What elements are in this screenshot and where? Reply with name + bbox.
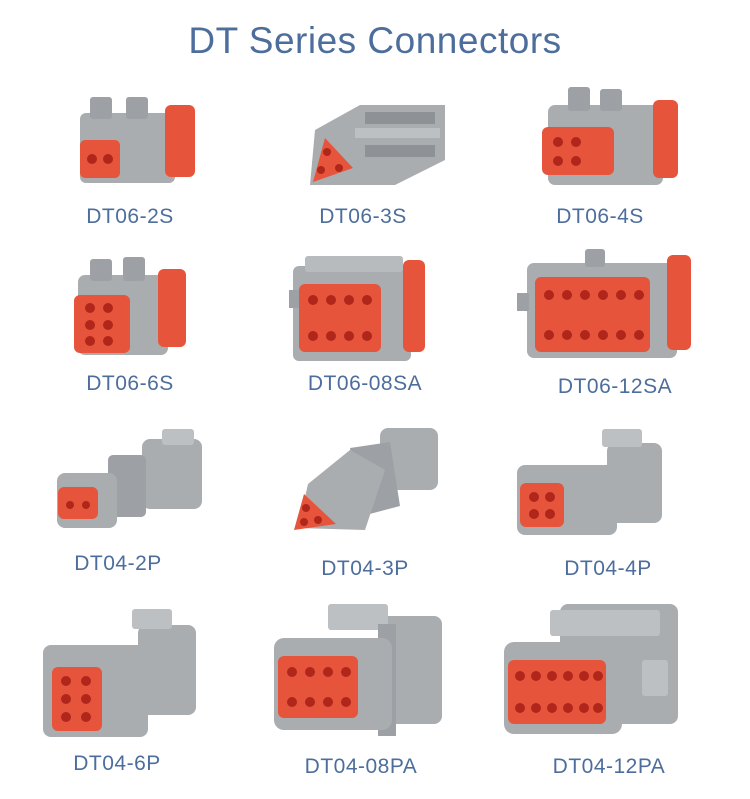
product-label: DT06-08SA (307, 372, 423, 395)
connector-image (295, 90, 455, 195)
product-label: DT04-08PA (304, 755, 418, 778)
connector-image (538, 85, 688, 190)
product-label: DT04-2P (74, 552, 162, 575)
product-label: DT06-6S (86, 372, 174, 395)
connector-image (52, 425, 212, 535)
connector-image (270, 600, 450, 740)
product-label: DT04-4P (564, 557, 652, 580)
connector-image (515, 245, 695, 365)
product-label: DT06-2S (86, 205, 174, 228)
connector-image (512, 425, 672, 540)
connector-image (290, 420, 450, 540)
connector-image (285, 252, 430, 367)
connector-image (500, 600, 688, 740)
product-label: DT04-12PA (552, 755, 666, 778)
product-label: DT04-6P (73, 752, 161, 775)
product-label: DT06-4S (556, 205, 644, 228)
product-label: DT06-3S (319, 205, 407, 228)
product-label: DT04-3P (321, 557, 409, 580)
connector-image (38, 605, 203, 740)
page-title: DT Series Connectors (188, 20, 562, 61)
product-label: DT06-12SA (557, 375, 673, 398)
connector-image (68, 255, 193, 360)
connector-image (70, 95, 210, 190)
